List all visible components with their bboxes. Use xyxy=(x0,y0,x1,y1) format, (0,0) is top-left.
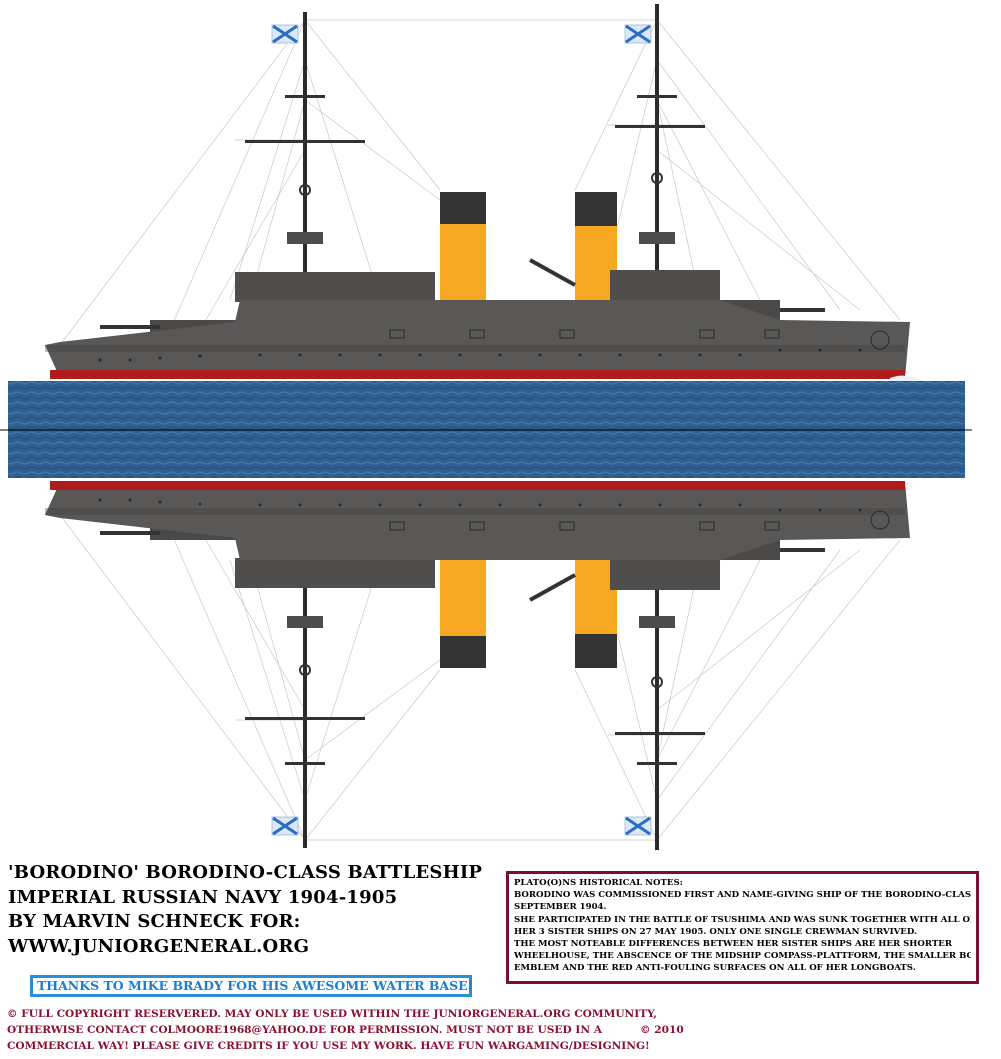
copyright-line-2: OTHERWISE CONTACT COLMOORE1968@YAHOO.DE … xyxy=(7,1024,602,1036)
copyright-line-3: COMMERCIAL WAY! PLEASE GIVE CREDITS IF Y… xyxy=(7,1040,650,1052)
historical-notes-box: PLATO(O)NS HISTORICAL NOTES: BORODINO WA… xyxy=(506,871,979,984)
copyright-line-1: © FULL COPYRIGHT RESERVERED. MAY ONLY BE… xyxy=(7,1008,657,1020)
notes-heading: PLATO(O)NS HISTORICAL NOTES: xyxy=(514,878,683,888)
notes-line: SEPTEMBER 1904. xyxy=(514,902,607,913)
battleship-illustration xyxy=(0,0,972,850)
title-line-website[interactable]: WWW.JUNIORGENERAL.ORG xyxy=(8,936,310,957)
notes-line: SHE PARTICIPATED IN THE BATTLE OF TSUSHI… xyxy=(514,914,971,925)
notes-line: WHEELHOUSE, THE ABSCENCE OF THE MIDSHIP … xyxy=(514,951,971,962)
ship-top-view xyxy=(45,4,910,379)
notes-line: BORODINO WAS COMMISSIONED FIRST AND NAME… xyxy=(514,890,971,901)
title-line-ship: 'BORODINO' BORODINO-CLASS BATTLESHIP xyxy=(8,862,483,883)
notes-line: THE MOST NOTEABLE DIFFERENCES BETWEEN HE… xyxy=(514,939,952,950)
notes-line: EMBLEM AND THE RED ANTI-FOULING SURFACES… xyxy=(514,963,916,974)
title-line-author: BY MARVIN SCHNECK FOR: xyxy=(8,911,301,932)
copyright-year: © 2010 xyxy=(640,1024,684,1036)
title-line-navy: IMPERIAL RUSSIAN NAVY 1904-1905 xyxy=(8,887,398,908)
notes-line: HER 3 SISTER SHIPS ON 27 MAY 1905. ONLY … xyxy=(514,926,917,937)
ship-mirror-view xyxy=(45,481,910,850)
thanks-banner: THANKS TO MIKE BRADY FOR HIS AWESOME WAT… xyxy=(30,975,473,997)
